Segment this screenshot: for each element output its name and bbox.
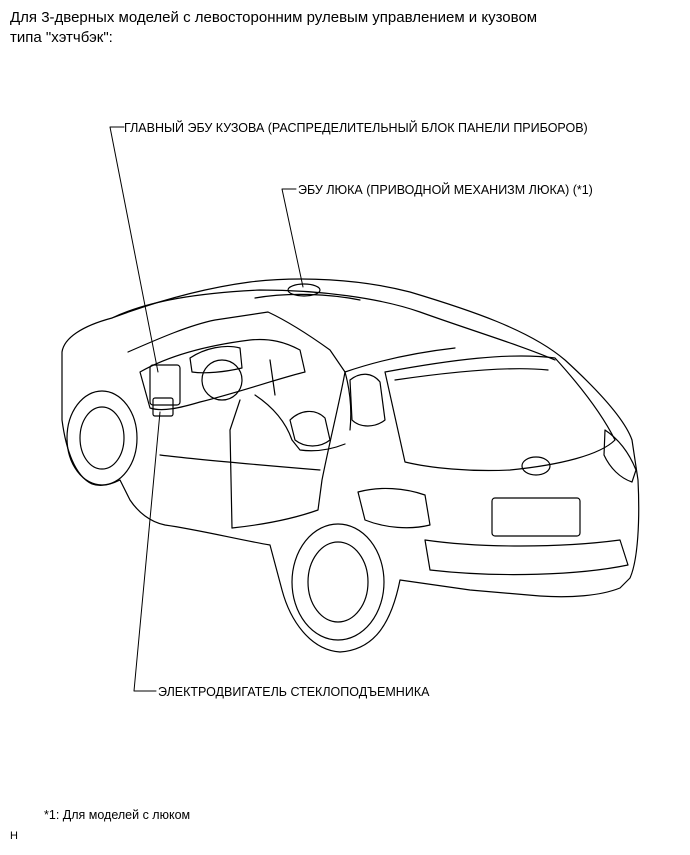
windshield [127, 311, 346, 373]
window-regulator-motor [152, 397, 174, 417]
rear-window-line [394, 368, 549, 381]
rear-hatch [384, 355, 616, 472]
brand-emblem [521, 456, 551, 476]
leader-sunroof-ecu [281, 188, 304, 288]
diagram-heading: Для 3-дверных моделей с левосторонним ру… [10, 9, 538, 46]
seat-rear [349, 373, 386, 427]
dashboard [139, 338, 306, 411]
main-body-ecu [149, 364, 181, 406]
rear-bumper [424, 539, 629, 576]
door-line [231, 371, 346, 529]
b-pillar-line [344, 371, 352, 431]
sunroof-ecu [287, 283, 321, 297]
leader-window-motor [133, 411, 161, 692]
sunroof-frame [254, 293, 361, 301]
callout-sunroof-ecu: ЭБУ ЛЮКА (ПРИВОДНОЙ МЕХАНИЗМ ЛЮКА) (*1) [298, 183, 593, 197]
callout-main-body-ecu: ГЛАВНЫЙ ЭБУ КУЗОВА (РАСПРЕДЕЛИТЕЛЬНЫЙ БЛ… [124, 121, 588, 135]
leader-main-body-ecu [109, 126, 159, 373]
footnote: *1: Для моделей с люком [44, 808, 191, 822]
figure-code: H [10, 830, 18, 842]
car-body-outline [61, 278, 640, 653]
seat-front [289, 410, 331, 447]
front-wheel [66, 390, 138, 486]
roof-line [111, 289, 556, 361]
floor-line [159, 454, 321, 471]
steering-wheel [201, 359, 243, 401]
center-console [254, 394, 346, 452]
tail-light-left [357, 487, 431, 529]
instrument-cluster [189, 345, 243, 374]
gear-lever [269, 359, 276, 396]
callout-window-motor: ЭЛЕКТРОДВИГАТЕЛЬ СТЕКЛОПОДЪЕМНИКА [158, 685, 430, 699]
license-plate [491, 497, 581, 537]
hatch-opening [344, 347, 456, 373]
front-wheel-hub [79, 406, 125, 470]
tail-light-right [603, 429, 637, 483]
rear-wheel [291, 523, 385, 641]
rear-wheel-hub [307, 541, 369, 623]
door-lower [229, 399, 241, 529]
